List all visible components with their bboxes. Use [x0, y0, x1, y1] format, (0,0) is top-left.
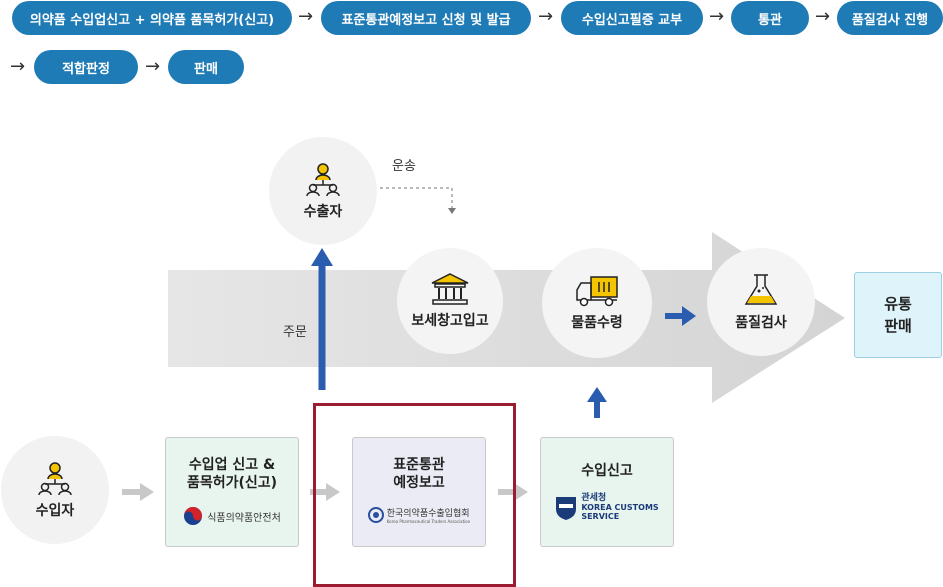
- step-pill-4: 통관: [731, 1, 809, 35]
- flow-arrow: →: [815, 6, 831, 27]
- flow-arrow: →: [10, 56, 26, 77]
- flow-arrow: →: [709, 6, 725, 27]
- bonded-warehouse-node: 보세창고입고: [397, 248, 503, 354]
- grey-arrowhead-1: [140, 483, 154, 501]
- box1-logo-text: 식품의약품안전처: [207, 512, 281, 524]
- box1-line2: 품목허가(신고): [186, 475, 278, 491]
- receive-node: 물품수령: [542, 248, 652, 358]
- quality-arrowhead: [682, 306, 696, 326]
- sales-box: 유통 판매: [854, 272, 942, 358]
- customs-shield-icon: [556, 496, 577, 520]
- sales-label-1: 유통: [884, 295, 912, 313]
- kcs-logo: 관세청 KOREA CUSTOMS SERVICE: [555, 493, 659, 521]
- order-label: 주문: [283, 325, 307, 340]
- flow-arrow: →: [538, 6, 554, 27]
- customs-plan-box: 표준통관 예정보고 한국의약품수출입협회 Korea Pharmaceutica…: [352, 437, 486, 547]
- box3-logo-en2: SERVICE: [581, 512, 620, 521]
- kpta-emblem-icon: [367, 507, 384, 523]
- box2-logo-subtext: Korea Pharmaceutical Traders Association: [386, 519, 471, 524]
- receive-arrowhead: [587, 387, 607, 402]
- quality-node: 품질검사: [707, 248, 815, 356]
- box3-title: 수입신고: [581, 463, 633, 479]
- exporter-node: 수출자: [269, 137, 377, 245]
- bank-icon: [431, 273, 469, 305]
- exporter-label: 수출자: [303, 204, 343, 220]
- step-pill-3: 수입신고필증 교부: [561, 1, 703, 35]
- step-pill-2: 표준통관예정보고 신청 및 발급: [321, 1, 531, 35]
- mfds-logo: 식품의약품안전처: [183, 506, 281, 526]
- step-pill-5: 품질검사 진행: [837, 1, 943, 35]
- box2-line1: 표준통관: [393, 457, 445, 473]
- box2-line2: 예정보고: [393, 475, 445, 491]
- taegeuk-icon: [184, 507, 203, 525]
- sales-label-2: 판매: [884, 317, 912, 335]
- flow-arrow: →: [298, 6, 314, 27]
- importer-label: 수입자: [35, 503, 75, 519]
- shipping-dashed-line: [380, 187, 453, 210]
- truck-icon: [576, 276, 618, 307]
- grey-arrowhead-3: [514, 483, 528, 501]
- shipping-arrowhead: [448, 208, 456, 214]
- box3-logo-kr: 관세청: [581, 493, 607, 503]
- order-arrowhead: [311, 248, 333, 266]
- people-icon: [38, 462, 72, 496]
- kpta-logo: 한국의약품수출입협회 Korea Pharmaceutical Traders …: [367, 506, 471, 524]
- flask-icon: [744, 274, 778, 305]
- import-license-box: 수입업 신고 & 품목허가(신고) 식품의약품안전처: [165, 437, 299, 547]
- step-pill-6: 적합판정: [34, 50, 138, 84]
- people-icon: [306, 163, 340, 197]
- bonded-warehouse-label: 보세창고입고: [411, 313, 489, 329]
- step-pill-7: 판매: [168, 50, 244, 84]
- box3-logo-en1: KOREA CUSTOMS: [581, 503, 659, 512]
- step-pill-1: 의약품 수입업신고 + 의약품 품목허가(신고): [12, 1, 292, 35]
- big-process-arrow: [168, 232, 845, 403]
- quality-label: 품질검사: [735, 315, 787, 331]
- importer-node: 수입자: [1, 436, 109, 544]
- grey-arrowhead-2: [326, 483, 340, 501]
- flow-arrow: →: [145, 56, 161, 77]
- receive-label: 물품수령: [571, 315, 623, 331]
- box1-line1: 수입업 신고 &: [188, 457, 276, 473]
- box2-logo-text: 한국의약품수출입협회: [386, 509, 470, 519]
- import-declaration-box: 수입신고 관세청 KOREA CUSTOMS SERVICE: [540, 437, 674, 547]
- shipping-label: 운송: [392, 159, 416, 174]
